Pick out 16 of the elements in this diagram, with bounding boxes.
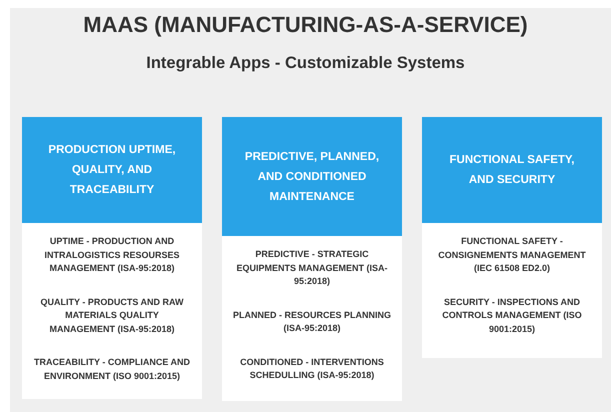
card	[422, 117, 602, 358]
service-item: QUALITY - PRODUCTS AND RAW MATERIALS QUALITY MANAGEMENT (ISA-95:2018)	[40, 296, 184, 336]
card-heading: PREDICTIVE, PLANNED, AND CONDITIONED MAINTENANCE	[222, 117, 402, 236]
card	[222, 117, 402, 400]
service-item: CONDITIONED - INTERVENTIONS SCHEDULLING (ISA-95:2018)	[239, 356, 385, 382]
card-heading: FUNCTIONAL SAFETY, AND SECURITY	[422, 117, 602, 223]
title: MAAS (MANUFACTURING-AS-A-SERVICE)	[82, 12, 529, 38]
service-item: UPTIME - PRODUCTION AND INTRALOGISTICS RESOURSES MANAGEMENT (ISA-95:2018)	[43, 235, 180, 275]
card	[22, 117, 202, 399]
card-heading: PRODUCTION UPTIME, QUALITY, AND TRACEABILITY	[22, 117, 202, 223]
subtitle: Integrable Apps - Customizable Systems	[145, 54, 466, 73]
service-item: TRACEABILITY - COMPLIANCE AND ENVIRONMENT (ISO 9001:2015)	[33, 356, 191, 383]
service-item: PLANNED - RESOURCES PLANNING (ISA-95:2018)	[232, 308, 392, 335]
service-item: SECURITY - INSPECTIONS AND CONTROLS MANAGEMENT (ISO 9001:2015)	[441, 296, 583, 336]
service-item: FUNCTIONAL SAFETY - CONSIGNEMENTS MANAGEMENT (IEC 61508 ED2.0)	[437, 235, 587, 275]
service-item: PREDICTIVE - STRATEGIC EQUIPMENTS MANAGEMENT (ISA-95:2018)	[235, 248, 388, 288]
